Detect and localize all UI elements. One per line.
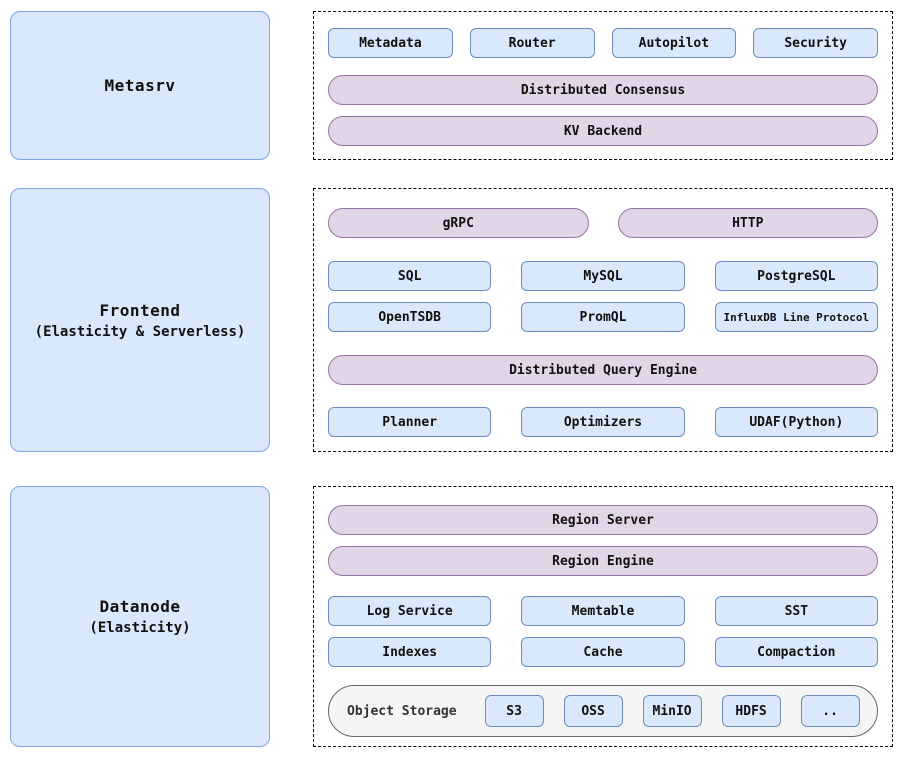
module-postgresql: PostgreSQL <box>714 261 878 291</box>
module-compaction: Compaction <box>714 637 878 667</box>
datanode-modules-container: Region Server Region Engine Log Service … <box>313 486 893 747</box>
metasrv-section: Metasrv Metadata Router Autopilot Securi… <box>0 11 903 160</box>
datanode-section: Datanode (Elasticity) Region Server Regi… <box>0 486 903 747</box>
module-opentsdb: OpenTSDB <box>328 302 492 332</box>
module-metadata: Metadata <box>328 28 453 58</box>
object-storage-group: Object Storage S3 OSS MinIO HDFS .. <box>328 685 878 737</box>
module-security: Security <box>753 28 878 58</box>
datanode-component-row-2: Indexes Cache Compaction <box>328 637 878 667</box>
frontend-section: Frontend (Elasticity & Serverless) gRPC … <box>0 188 903 452</box>
frontend-modules-container: gRPC HTTP SQL MySQL PostgreSQL OpenTSDB … <box>313 188 893 452</box>
layer-kv-backend: KV Backend <box>328 116 878 146</box>
object-storage-label: Object Storage <box>347 703 457 719</box>
panel-metasrv: Metasrv <box>10 11 270 160</box>
module-influxdb-line-protocol: InfluxDB Line Protocol <box>714 302 878 332</box>
panel-title: Metasrv <box>104 76 176 95</box>
frontend-protocol-row: gRPC HTTP <box>328 208 878 238</box>
panel-title: Datanode <box>99 597 181 616</box>
module-log-service: Log Service <box>328 596 492 626</box>
panel-subtitle: (Elasticity) <box>89 620 191 636</box>
layer-region-engine: Region Engine <box>328 546 878 576</box>
frontend-engine-component-row: Planner Optimizers UDAF(Python) <box>328 407 878 437</box>
module-promql: PromQL <box>521 302 685 332</box>
panel-frontend: Frontend (Elasticity & Serverless) <box>10 188 270 452</box>
module-planner: Planner <box>328 407 492 437</box>
module-router: Router <box>469 28 595 58</box>
panel-subtitle: (Elasticity & Serverless) <box>34 323 246 340</box>
storage-minio: MinIO <box>642 695 702 727</box>
layer-region-server: Region Server <box>328 505 878 535</box>
metasrv-modules-container: Metadata Router Autopilot Security Distr… <box>313 11 893 160</box>
storage-more: .. <box>800 695 860 727</box>
module-autopilot: Autopilot <box>611 28 737 58</box>
metasrv-module-row: Metadata Router Autopilot Security <box>328 28 878 58</box>
module-sql: SQL <box>328 261 492 291</box>
storage-oss: OSS <box>563 695 623 727</box>
layer-distributed-consensus: Distributed Consensus <box>328 75 878 105</box>
layer-distributed-query-engine: Distributed Query Engine <box>328 355 878 385</box>
storage-hdfs: HDFS <box>721 695 781 727</box>
module-memtable: Memtable <box>521 596 685 626</box>
module-mysql: MySQL <box>521 261 685 291</box>
module-udaf-python: UDAF(Python) <box>714 407 878 437</box>
storage-s3: S3 <box>484 695 544 727</box>
module-indexes: Indexes <box>328 637 492 667</box>
frontend-ingest-protocol-row: OpenTSDB PromQL InfluxDB Line Protocol <box>328 302 878 332</box>
protocol-grpc: gRPC <box>328 208 589 238</box>
frontend-query-language-row: SQL MySQL PostgreSQL <box>328 261 878 291</box>
module-cache: Cache <box>521 637 685 667</box>
module-optimizers: Optimizers <box>521 407 685 437</box>
protocol-http: HTTP <box>617 208 878 238</box>
panel-datanode: Datanode (Elasticity) <box>10 486 270 747</box>
datanode-component-row-1: Log Service Memtable SST <box>328 596 878 626</box>
module-sst: SST <box>714 596 878 626</box>
panel-title: Frontend <box>99 300 181 320</box>
